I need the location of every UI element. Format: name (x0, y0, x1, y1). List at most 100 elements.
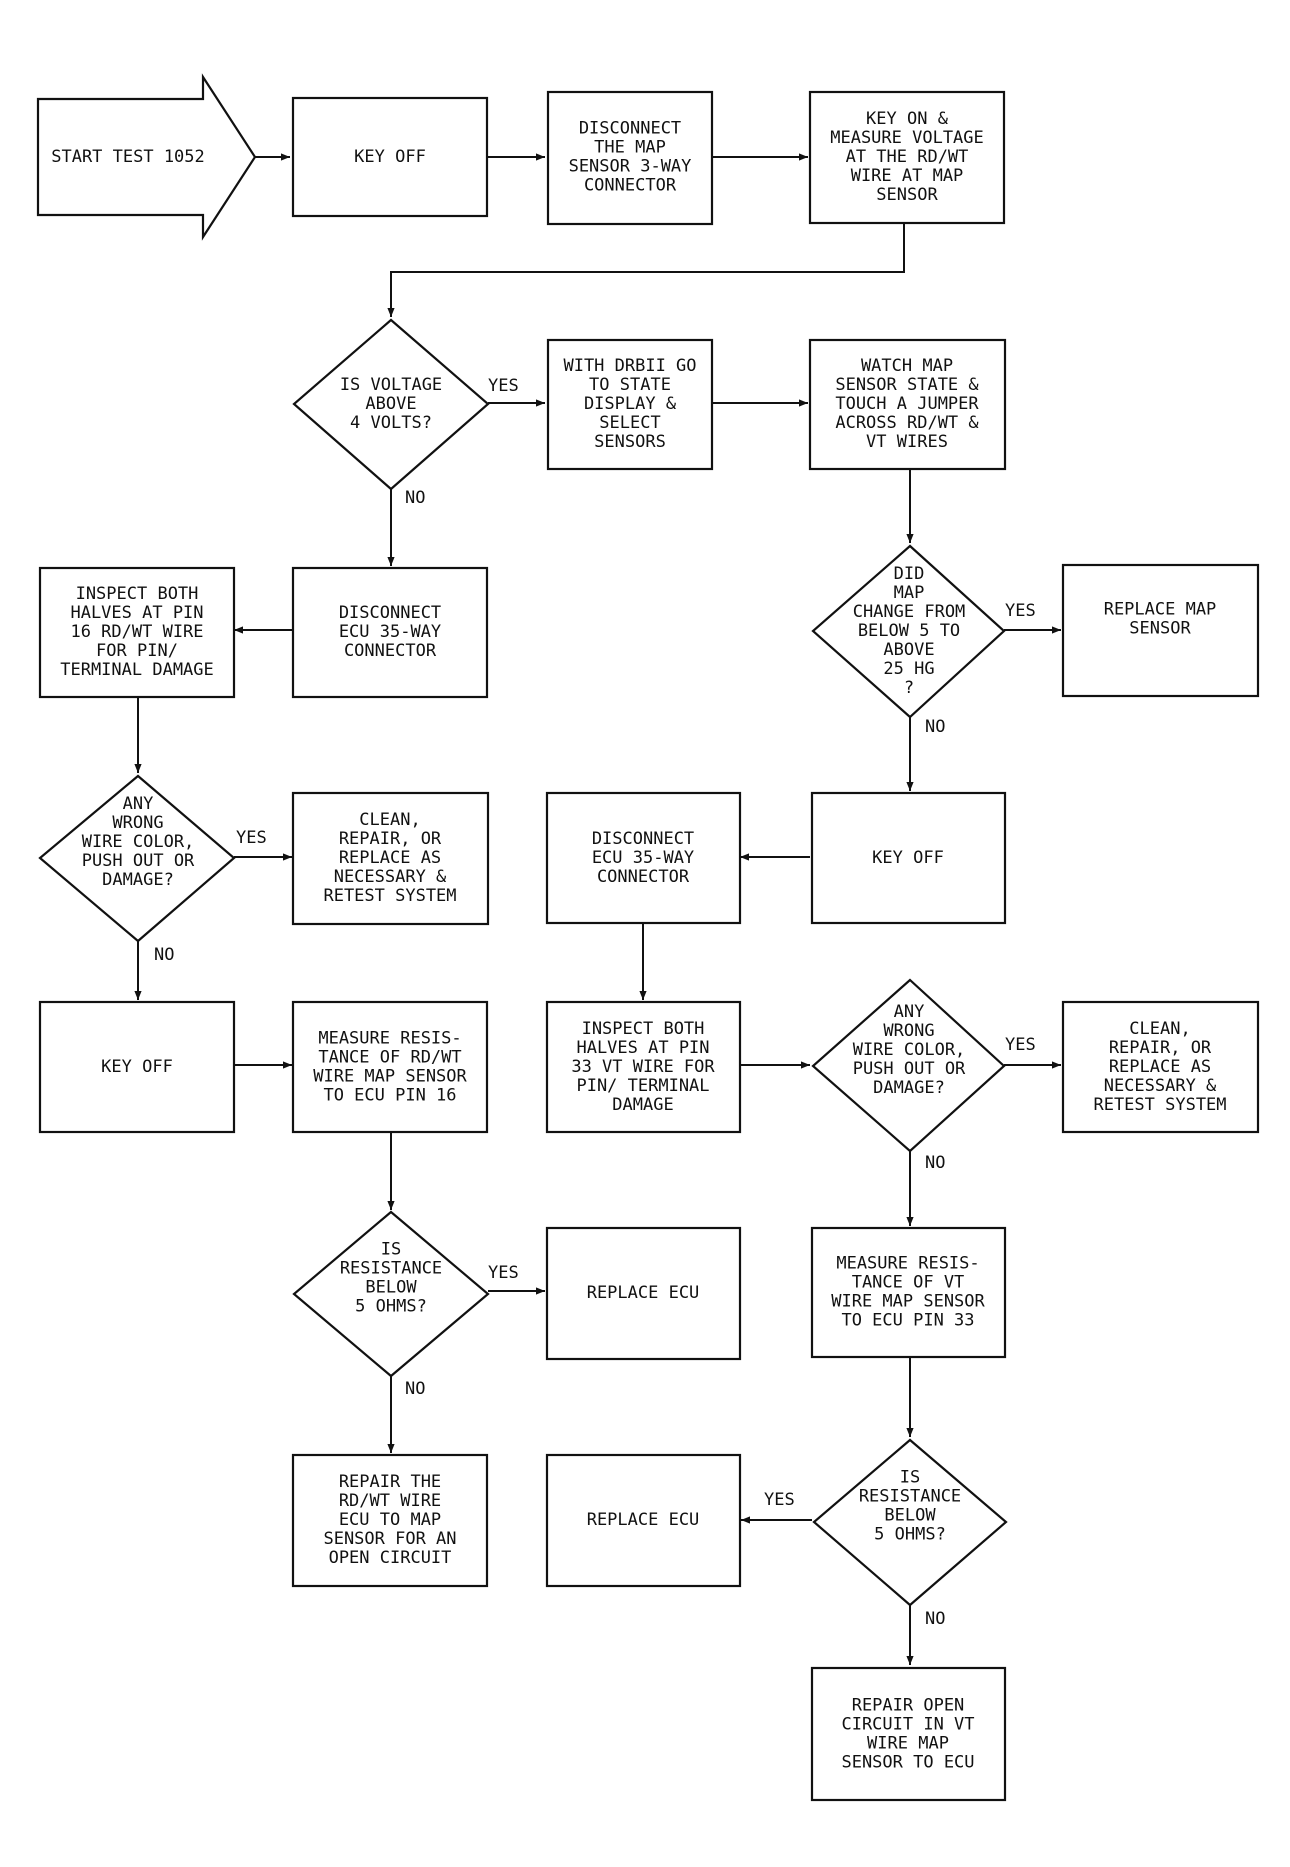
node-text-line: DAMAGE? (873, 1078, 945, 1098)
node-text-line: ANY (123, 794, 154, 814)
node-text-line: DAMAGE? (102, 870, 174, 890)
node-text-line: CLEAN, (1129, 1019, 1190, 1039)
node-text-line: WIRE COLOR, (82, 832, 195, 852)
key-off-box-3: KEY OFF (38, 1000, 236, 1134)
edge-labels: YES NO YES NO YES NO YES NO YES NO YES N… (154, 376, 1036, 1629)
node-text-line: REPLACE ECU (587, 1283, 700, 1303)
node-text-line: 33 VT WIRE FOR (571, 1057, 715, 1077)
node-text-line: WRONG (112, 813, 163, 833)
node-text-line: DAMAGE (612, 1095, 673, 1115)
label-yes-any-wrong1: YES (236, 828, 267, 848)
node-text-line: CHANGE FROM (853, 602, 966, 622)
node-text-line: HALVES AT PIN (576, 1038, 709, 1058)
node-text-line: ECU 35-WAY (592, 848, 694, 868)
node-text-line: BELOW (365, 1278, 417, 1298)
node-text-line: 25 HG (883, 659, 934, 679)
node-text-line: KEY OFF (101, 1057, 173, 1077)
node-text-line: SELECT (599, 413, 660, 433)
node-text-line: ECU 35-WAY (339, 622, 441, 642)
node-text-line: OPEN CIRCUIT (329, 1548, 452, 1568)
node-text-line: MEASURE VOLTAGE (830, 128, 984, 148)
node-text-line: IS (381, 1240, 401, 1260)
node-text-line: KEY ON & (866, 109, 949, 129)
node-text-line: WIRE MAP SENSOR (313, 1067, 467, 1087)
label-yes-res1: YES (488, 1263, 519, 1283)
node-text-line: PUSH OUT OR (853, 1059, 966, 1079)
label-yes-map-change: YES (1005, 601, 1036, 621)
label-no-res1: NO (405, 1379, 425, 1399)
node-text-line: TOUCH A JUMPER (835, 394, 979, 414)
node-text-line: 5 OHMS? (355, 1297, 427, 1317)
node-text-line: REPAIR OPEN (852, 1696, 965, 1716)
node-text-line: TERMINAL DAMAGE (60, 660, 214, 680)
node-text-line: DID (894, 564, 925, 584)
label-no-any-wrong2: NO (925, 1153, 945, 1173)
node-text-line: CIRCUIT IN VT (841, 1715, 974, 1735)
edges (134, 153, 1061, 1665)
node-text-line: RESISTANCE (340, 1259, 442, 1279)
node-text-line: MEASURE RESIS- (318, 1029, 461, 1049)
node-text-line: DISCONNECT (579, 119, 681, 139)
key-off-box-1: KEY OFF (291, 96, 489, 218)
node-text-line: CONNECTOR (597, 867, 690, 887)
node-text-line: WRONG (883, 1021, 934, 1041)
node-text-line: DISPLAY & (584, 394, 677, 414)
node-text-line: DISCONNECT (339, 603, 441, 623)
replace-ecu-box-1: REPLACE ECU (545, 1226, 742, 1361)
node-text-line: SENSOR FOR AN (323, 1529, 456, 1549)
node-text-line: 16 RD/WT WIRE (70, 622, 203, 642)
node-text-line: MEASURE RESIS- (836, 1254, 979, 1274)
node-text-line: SENSOR 3-WAY (569, 157, 692, 177)
node-text-line: PUSH OUT OR (82, 851, 195, 871)
node-text-line: REPLACE MAP (1104, 600, 1217, 620)
node-text-line: WATCH MAP (861, 356, 953, 376)
node-text-line: SENSOR (876, 185, 938, 205)
node-text-line: RESISTANCE (859, 1487, 961, 1507)
node-text-line: 4 VOLTS? (350, 413, 432, 433)
key-off-box-2: KEY OFF (810, 791, 1007, 925)
node-text-line: ? (904, 678, 914, 698)
label-no-voltage: NO (405, 488, 425, 508)
node-text-line: KEY OFF (872, 848, 944, 868)
node-text-line: ABOVE (365, 394, 416, 414)
node-text-line: ABOVE (883, 640, 934, 660)
node-text-line: BELOW (884, 1506, 936, 1526)
node-text-line: TANCE OF RD/WT (318, 1048, 461, 1068)
start-arrow-node: START TEST 1052 (36, 73, 257, 241)
node-text-line: TO STATE (589, 375, 671, 395)
node-text-line: REPAIR, OR (1109, 1038, 1212, 1058)
node-text-line: WIRE COLOR, (853, 1040, 966, 1060)
node-text-line: REPLACE ECU (587, 1510, 700, 1530)
node-text-line: ANY (894, 1002, 925, 1022)
node-text-line: AT THE RD/WT (846, 147, 969, 167)
node-text-line: SENSOR TO ECU (841, 1753, 974, 1773)
node-text-line: INSPECT BOTH (582, 1019, 705, 1039)
node-text-line: REPAIR THE (339, 1472, 441, 1492)
node-text-line: 5 OHMS? (874, 1525, 946, 1545)
node-text-line: IS VOLTAGE (340, 375, 442, 395)
node-text-line: CLEAN, (359, 810, 420, 830)
node-text-line: NECESSARY & (334, 867, 447, 887)
node-text-line: SENSOR STATE & (835, 375, 979, 395)
node-text-line: DISCONNECT (592, 829, 694, 849)
label-no-res2: NO (925, 1609, 945, 1629)
node-text-line: SENSORS (594, 432, 666, 452)
node-text-line: CONNECTOR (584, 176, 677, 196)
node-text-line: INSPECT BOTH (76, 584, 199, 604)
